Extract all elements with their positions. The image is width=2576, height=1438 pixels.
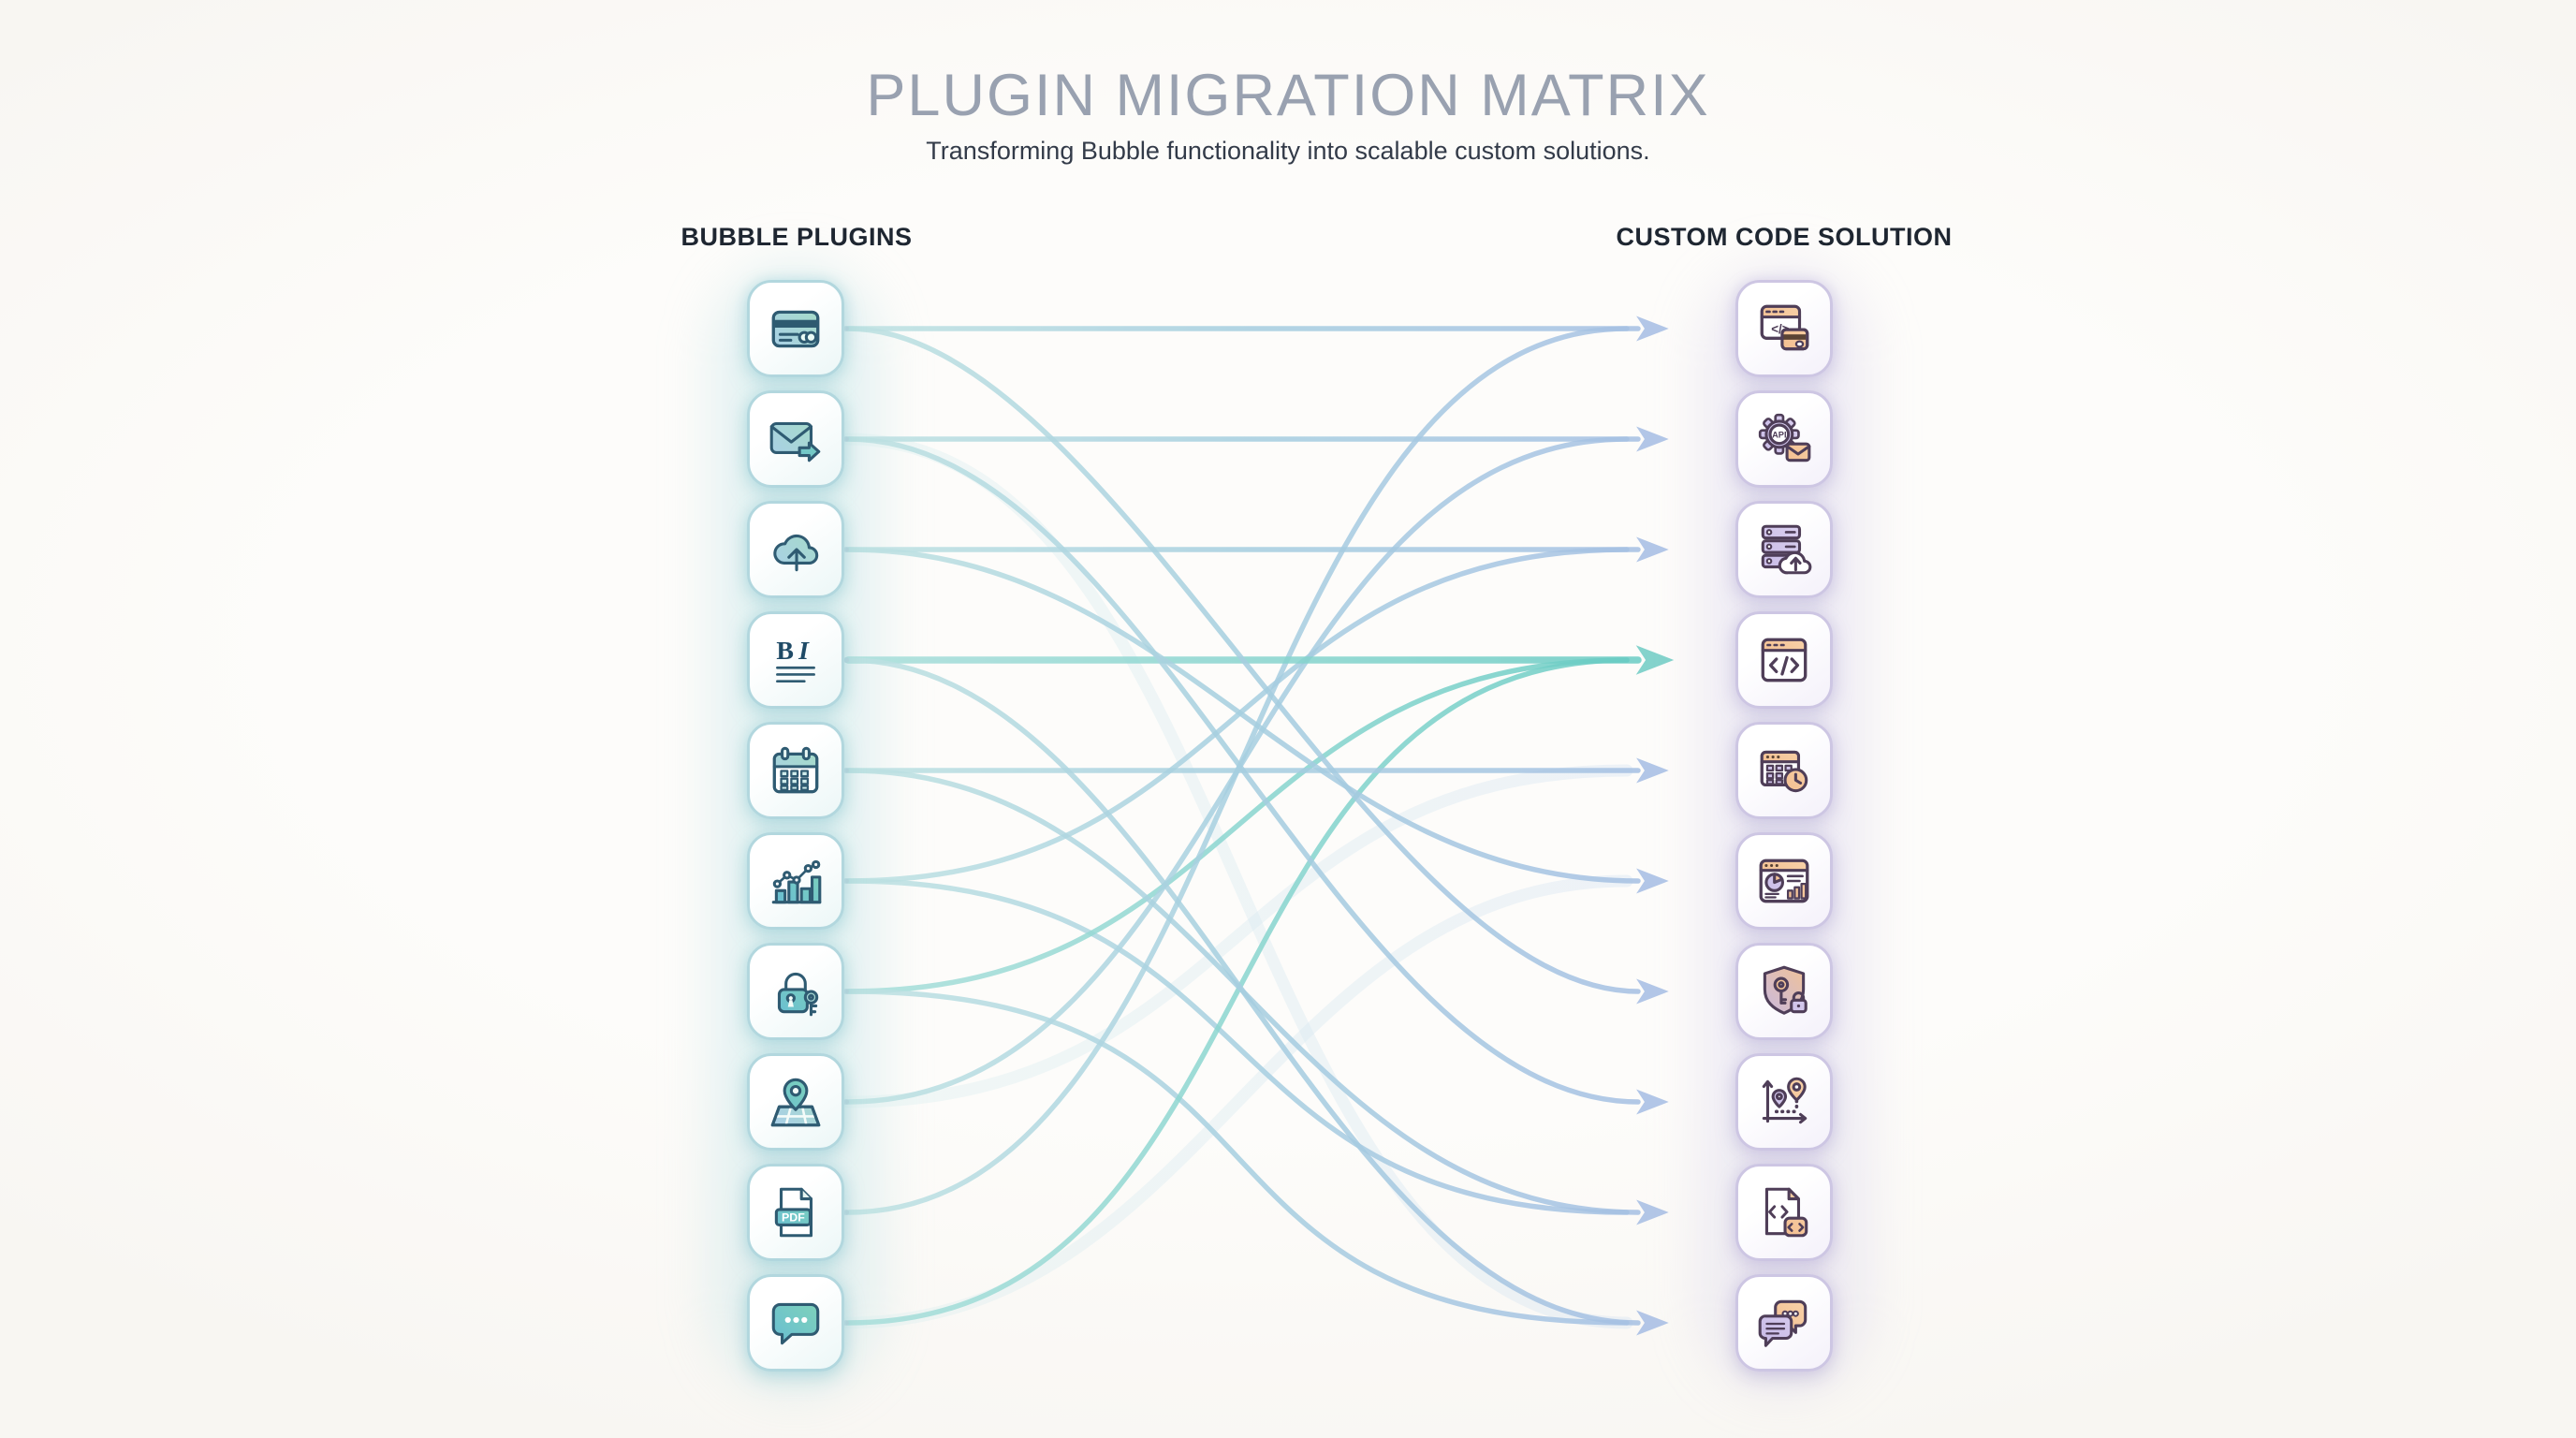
connection-L1-R7 — [845, 326, 1669, 1005]
svg-text:B: B — [776, 637, 794, 666]
connection-start-dot — [843, 657, 849, 663]
connection-start-dot — [843, 1099, 849, 1105]
custom-solution-custom-scheduling-tile — [1735, 722, 1833, 819]
api-gear-email-icon: API — [1758, 413, 1811, 462]
connection-start-dot — [843, 989, 849, 994]
bar-chart-icon — [771, 859, 822, 904]
dashboard-chart-icon — [1759, 858, 1809, 903]
connection-start-dot — [843, 436, 849, 442]
left-column-heading: BUBBLE PLUGINS — [681, 223, 913, 251]
bubble-plugin-pdf-plugin-tile: PDF — [747, 1164, 844, 1261]
right-column-heading: CUSTOM CODE SOLUTION — [1616, 223, 1953, 251]
server-upload-icon — [1761, 524, 1812, 575]
custom-solution-custom-code-editor-tile — [1735, 611, 1833, 709]
calendar-clock-icon — [1760, 750, 1808, 793]
pdf-file-icon: PDF — [774, 1187, 813, 1238]
connection-L7-R10 — [845, 989, 1630, 1326]
credit-card-icon — [771, 310, 820, 348]
connection-L6-R9 — [845, 878, 1630, 1215]
page-subtitle: Transforming Bubble functionality into s… — [926, 137, 1650, 165]
bubble-plugin-file-upload-plugin-tile — [747, 501, 844, 598]
bubble-plugin-charts-plugin-tile — [747, 832, 844, 930]
custom-solution-custom-storage-service-tile — [1735, 501, 1833, 598]
bubble-plugin-rich-text-editor-plugin-tile: B I — [747, 611, 844, 709]
custom-solution-custom-messaging-tile — [1735, 1274, 1833, 1372]
bubble-plugin-maps-plugin-tile — [747, 1053, 844, 1151]
connection-L2-R8 — [845, 436, 1669, 1115]
lock-key-icon — [777, 972, 819, 1017]
custom-solution-custom-analytics-dashboard-tile — [1735, 832, 1833, 930]
dual-chat-icon — [1758, 1299, 1808, 1347]
cloud-upload-icon — [773, 534, 819, 572]
bubble-plugin-email-plugin-tile — [747, 390, 844, 488]
shield-key-icon — [1763, 965, 1808, 1015]
code-window-icon — [1761, 638, 1808, 682]
connection-L8-R5 — [842, 764, 1633, 1108]
code-payment-icon: </> — [1760, 304, 1809, 351]
custom-solution-custom-geolocation-tile — [1735, 1053, 1833, 1151]
bubble-plugin-calendar-plugin-tile — [747, 722, 844, 819]
page-title: PLUGIN MIGRATION MATRIX — [866, 63, 1710, 128]
connection-L6-R3 — [845, 547, 1630, 884]
connection-start-dot — [843, 326, 849, 331]
bubble-plugin-auth-plugin-tile — [747, 943, 844, 1040]
connection-L5-R9 — [845, 768, 1669, 1225]
bubble-plugin-payment-plugin-tile — [747, 280, 844, 377]
email-send-icon — [769, 421, 821, 462]
svg-text:PDF: PDF — [782, 1211, 805, 1224]
calendar-icon — [772, 746, 819, 794]
connection-start-dot — [843, 1320, 849, 1326]
svg-text:I: I — [798, 637, 810, 666]
connection-L3-R6 — [845, 547, 1669, 894]
custom-solution-custom-document-generation-tile — [1735, 1164, 1833, 1261]
connection-start-dot — [843, 878, 849, 884]
custom-solution-custom-auth-security-tile — [1735, 943, 1833, 1040]
custom-solution-custom-payment-integration-tile: </> — [1735, 280, 1833, 377]
custom-solution-custom-email-api-tile: API — [1735, 390, 1833, 488]
code-document-icon — [1764, 1187, 1808, 1238]
connection-start-dot — [843, 1210, 849, 1215]
geo-pins-axes-icon — [1762, 1077, 1808, 1124]
connection-start-dot — [843, 547, 849, 552]
connection-L7-R4 — [845, 657, 1630, 994]
connection-start-dot — [843, 768, 849, 773]
chat-bubble-icon — [771, 1302, 820, 1345]
rich-text-icon: B I — [776, 637, 815, 683]
connection-L10-R4 — [845, 657, 1630, 1326]
map-pin-icon — [770, 1078, 821, 1127]
bubble-plugin-chat-plugin-tile — [747, 1274, 844, 1372]
svg-text:API: API — [1772, 430, 1786, 439]
